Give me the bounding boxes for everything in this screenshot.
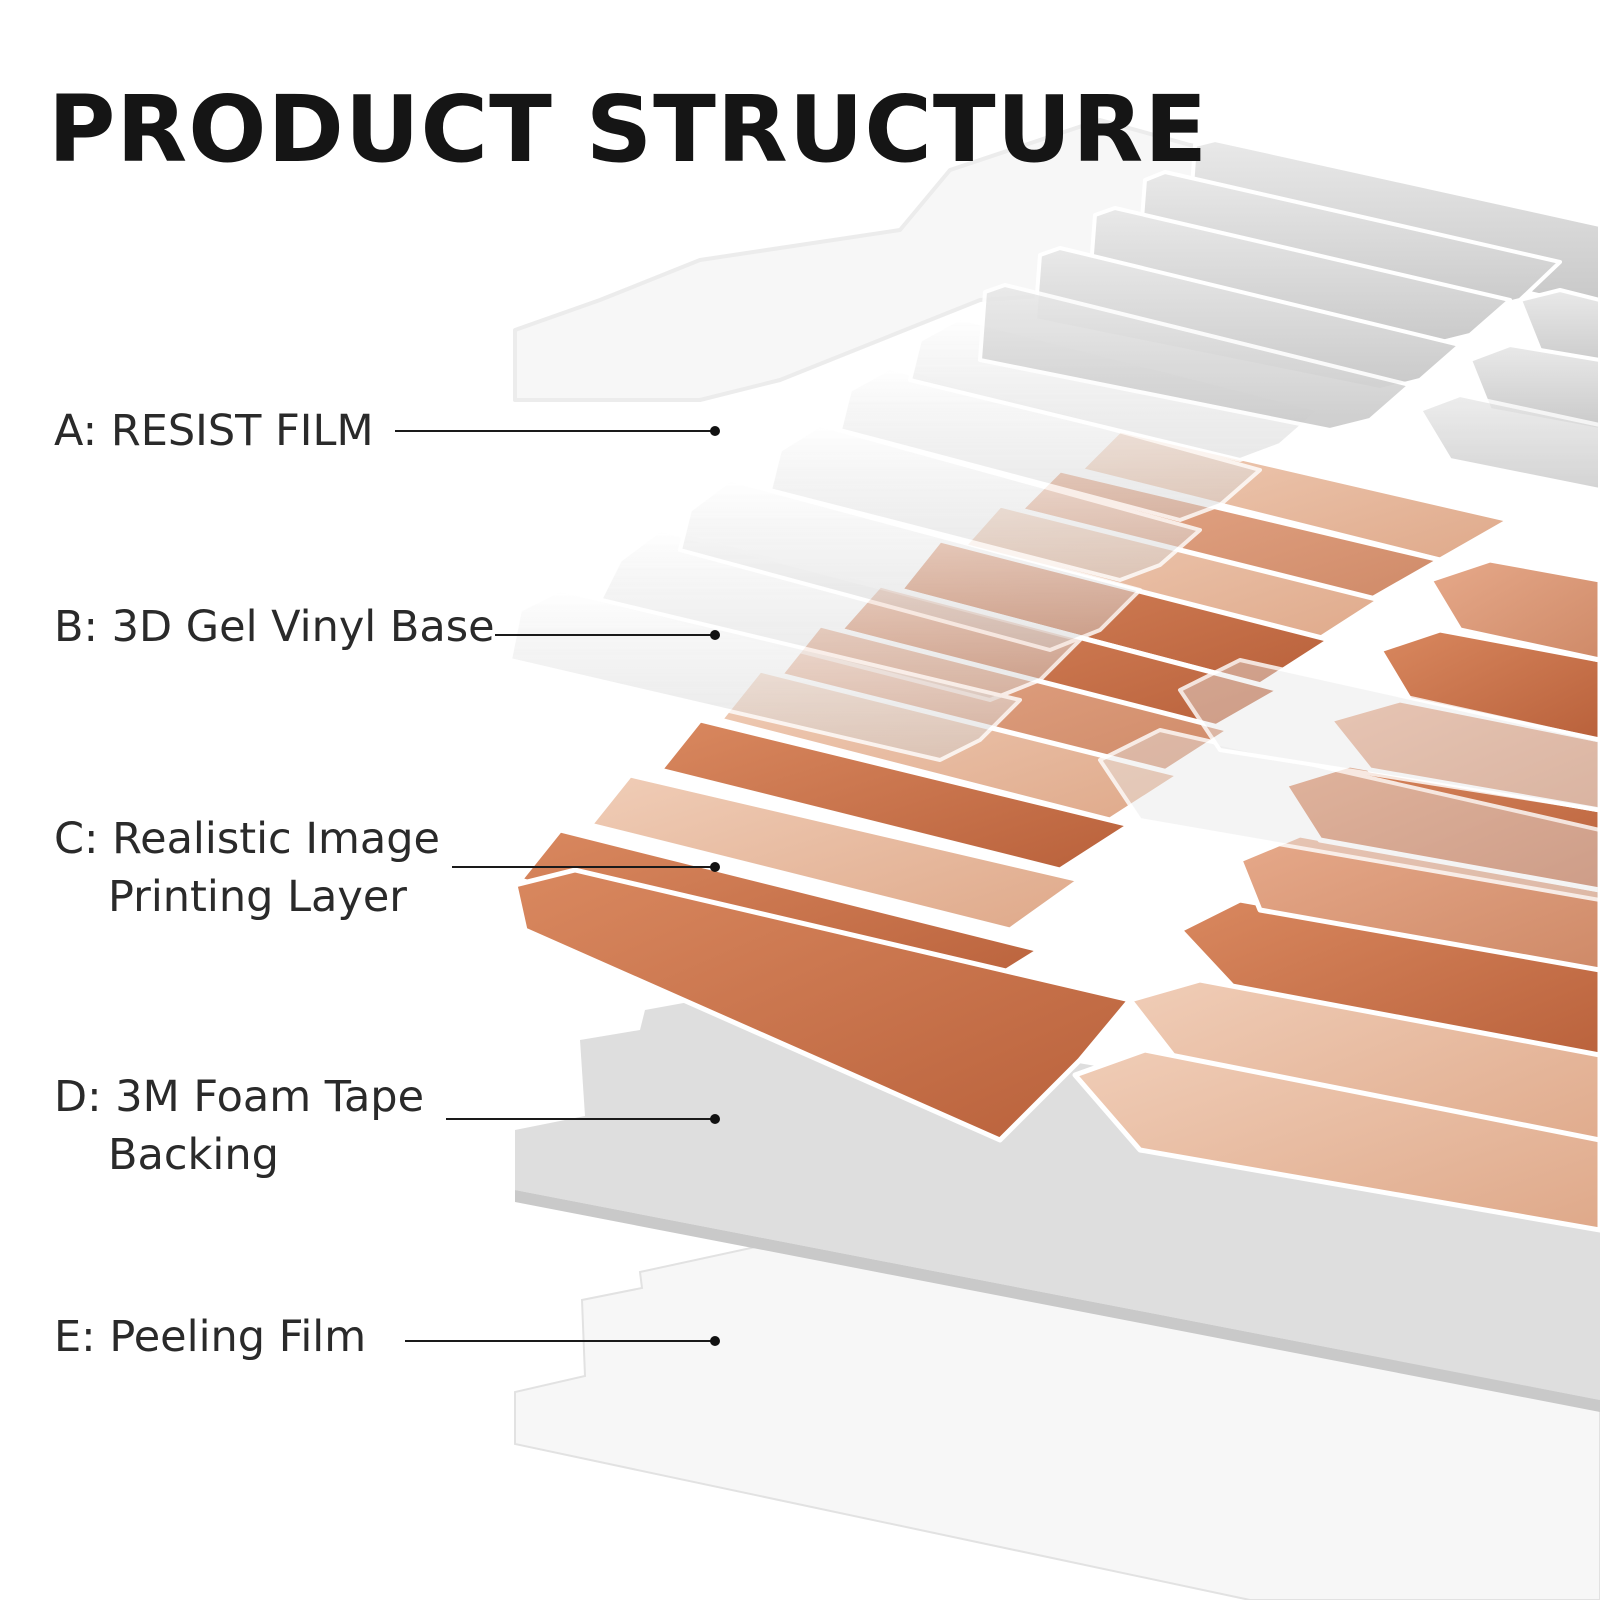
label-resist-film-text: A: RESIST FILM (54, 406, 374, 456)
leader-dot-c (710, 862, 720, 872)
leader-line-a (395, 430, 715, 432)
leader-line-d (446, 1118, 715, 1120)
label-printing-layer-line1: C: Realistic Image (54, 814, 441, 864)
leader-dot-b (710, 630, 720, 640)
label-printing-layer-line2: Printing Layer (108, 872, 407, 922)
leader-dot-a (710, 426, 720, 436)
page-title: PRODUCT STRUCTURE (48, 76, 1209, 183)
label-printing-layer: C: Realistic Image Printing Layer (54, 810, 440, 926)
label-gel-vinyl-base: B: 3D Gel Vinyl Base (54, 598, 495, 656)
leader-line-e (405, 1340, 715, 1342)
leader-line-c (452, 866, 715, 868)
label-peeling-film-text: E: Peeling Film (54, 1312, 367, 1362)
layer-a-resist-film (513, 118, 1600, 492)
label-gel-vinyl-base-text: B: 3D Gel Vinyl Base (54, 602, 495, 652)
label-resist-film: A: RESIST FILM (54, 402, 374, 460)
label-peeling-film: E: Peeling Film (54, 1308, 366, 1366)
leader-line-b (495, 634, 715, 636)
label-foam-tape-line2: Backing (108, 1130, 279, 1180)
layer-d-foam-tape (515, 1000, 1600, 1412)
leader-dot-d (710, 1114, 720, 1124)
layer-b-gel-vinyl (508, 316, 1600, 902)
label-foam-tape-line1: D: 3M Foam Tape (54, 1072, 425, 1122)
leader-dot-e (710, 1336, 720, 1346)
label-foam-tape: D: 3M Foam Tape Backing (54, 1068, 424, 1184)
